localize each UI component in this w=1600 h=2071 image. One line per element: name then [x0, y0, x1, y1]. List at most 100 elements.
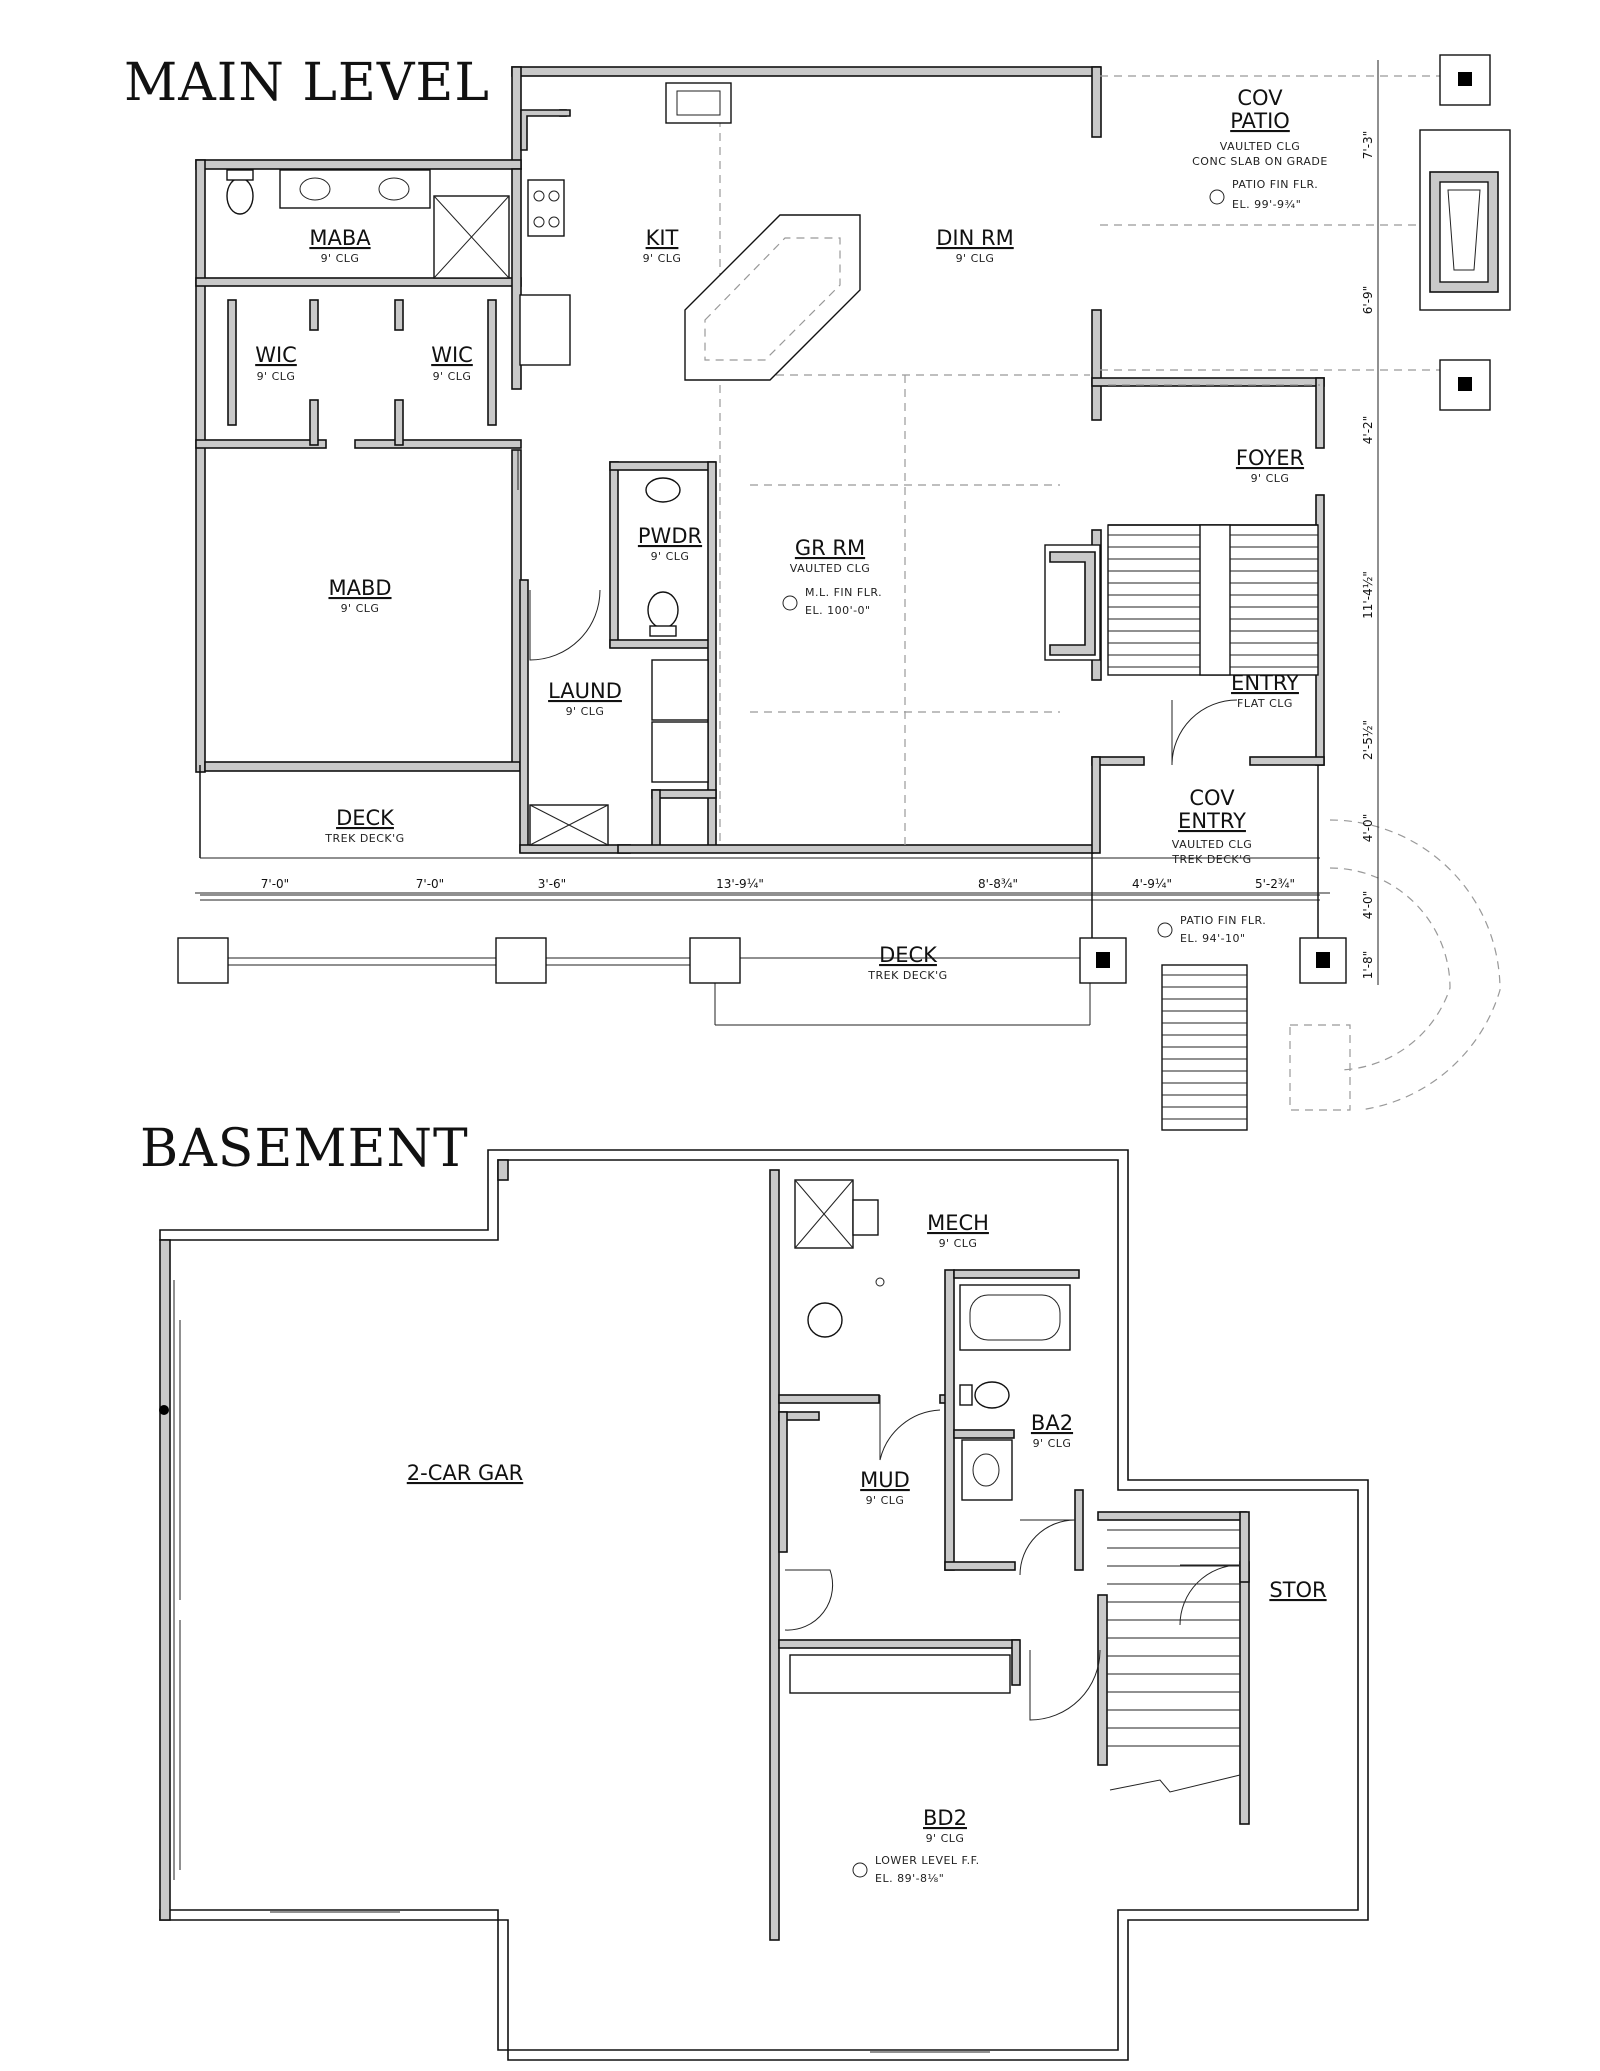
- svg-text:ENTRY: ENTRY: [1231, 671, 1299, 695]
- svg-text:TREK DECK'G: TREK DECK'G: [867, 969, 947, 982]
- svg-text:EL. 89'-8⅛": EL. 89'-8⅛": [875, 1872, 944, 1885]
- svg-text:COV: COV: [1189, 786, 1235, 810]
- ba2-label: BA2 9' CLG: [1031, 1411, 1073, 1450]
- svg-text:DECK: DECK: [879, 943, 938, 967]
- svg-text:WIC: WIC: [431, 343, 473, 367]
- svg-text:BA2: BA2: [1031, 1411, 1073, 1435]
- svg-text:9' CLG: 9' CLG: [651, 550, 690, 563]
- sink-icon: [378, 177, 410, 201]
- vanity: [961, 1439, 1013, 1501]
- cov-patio-label: COV PATIO VAULTED CLG CONC SLAB ON GRADE…: [1192, 86, 1328, 211]
- deck-lower-label: DECK TREK DECK'G: [867, 943, 947, 982]
- cov-entry-label: COV ENTRY VAULTED CLG TREK DECK'G PATIO …: [1157, 786, 1266, 945]
- svg-text:WIC: WIC: [255, 343, 297, 367]
- vertical-dimensions: 7'-3" 6'-9" 4'-2" 11'-4½" 2'-5½" 4'-0" 4…: [1361, 131, 1375, 979]
- stor-label: STOR: [1269, 1578, 1326, 1602]
- svg-text:KIT: KIT: [646, 226, 679, 250]
- water-heater-icon: [807, 1302, 843, 1338]
- dim-text: 7'-0": [261, 877, 289, 891]
- svg-text:VAULTED CLG: VAULTED CLG: [1220, 140, 1300, 153]
- toilet-icon: [974, 1381, 1010, 1409]
- dim-text: 13'-9¼": [716, 877, 764, 891]
- main-doors: [517, 450, 1238, 766]
- svg-text:PATIO: PATIO: [1230, 109, 1290, 133]
- deck-structures: [177, 765, 1501, 1131]
- kitchen-island: [684, 214, 861, 381]
- dim-text: 6'-9": [1361, 286, 1375, 314]
- svg-text:DECK: DECK: [336, 806, 395, 830]
- dim-text: 4'-9¼": [1132, 877, 1172, 891]
- sink-icon: [972, 1453, 1000, 1487]
- svg-text:9' CLG: 9' CLG: [341, 602, 380, 615]
- svg-text:9' CLG: 9' CLG: [926, 1832, 965, 1845]
- svg-text:9' CLG: 9' CLG: [257, 370, 296, 383]
- entry-label: ENTRY FLAT CLG: [1231, 671, 1299, 710]
- sink-icon: [299, 177, 331, 201]
- svg-text:9' CLG: 9' CLG: [1033, 1437, 1072, 1450]
- svg-text:FOYER: FOYER: [1236, 446, 1304, 470]
- svg-text:9' CLG: 9' CLG: [566, 705, 605, 718]
- washer-icon: [651, 659, 709, 721]
- pwdr-label: PWDR 9' CLG: [638, 524, 702, 563]
- bd2-label: BD2 9' CLG LOWER LEVEL F.F. EL. 89'-8⅛": [852, 1806, 980, 1885]
- svg-text:VAULTED CLG: VAULTED CLG: [1172, 838, 1252, 851]
- svg-text:9' CLG: 9' CLG: [939, 1237, 978, 1250]
- laundry-fixtures: [529, 659, 709, 846]
- mud-label: MUD 9' CLG: [860, 1468, 910, 1507]
- svg-text:TREK DECK'G: TREK DECK'G: [324, 832, 404, 845]
- main-level-walls: [195, 66, 1325, 854]
- svg-text:9' CLG: 9' CLG: [321, 252, 360, 265]
- basement-walls: [159, 1149, 1369, 2061]
- toilet-icon: [647, 591, 679, 629]
- svg-text:BD2: BD2: [923, 1806, 967, 1830]
- svg-text:STOR: STOR: [1269, 1578, 1326, 1602]
- mech-fixtures: [794, 1179, 885, 1338]
- refrigerator-icon: [519, 294, 571, 366]
- fireplace-icon: [1044, 544, 1101, 661]
- svg-text:MABA: MABA: [309, 226, 371, 250]
- dim-text: 8'-8¾": [978, 877, 1018, 891]
- svg-text:M.L. FIN FLR.: M.L. FIN FLR.: [805, 586, 882, 599]
- basement-title: BASEMENT: [140, 1119, 469, 1179]
- mech-label: MECH 9' CLG: [927, 1211, 989, 1250]
- dim-text: 4'-0": [1361, 891, 1375, 919]
- dim-text: 4'-0": [1361, 814, 1375, 842]
- svg-text:PWDR: PWDR: [638, 524, 702, 548]
- din-rm-label: DIN RM 9' CLG: [936, 226, 1013, 265]
- svg-text:MABD: MABD: [328, 576, 391, 600]
- toilet-icon: [226, 177, 254, 215]
- main-stairs: [1107, 524, 1319, 676]
- basement-stairs: [1107, 1529, 1241, 1793]
- svg-text:9' CLG: 9' CLG: [866, 1494, 905, 1507]
- dim-text: 3'-6": [538, 877, 566, 891]
- svg-text:EL. 99'-9¾": EL. 99'-9¾": [1232, 198, 1301, 211]
- svg-text:9' CLG: 9' CLG: [433, 370, 472, 383]
- svg-text:COV: COV: [1237, 86, 1283, 110]
- dim-text: 2'-5½": [1361, 720, 1375, 760]
- svg-text:FLAT CLG: FLAT CLG: [1237, 697, 1293, 710]
- dim-text: 7'-0": [416, 877, 444, 891]
- svg-text:2-CAR GAR: 2-CAR GAR: [407, 1461, 523, 1485]
- maba-fixtures: [226, 169, 510, 279]
- svg-text:TREK DECK'G: TREK DECK'G: [1171, 853, 1251, 866]
- dim-text: 4'-2": [1361, 416, 1375, 444]
- wic-label-1: WIC 9' CLG: [255, 343, 297, 383]
- svg-text:CONC SLAB ON GRADE: CONC SLAB ON GRADE: [1192, 155, 1328, 168]
- svg-text:LOWER LEVEL F.F.: LOWER LEVEL F.F.: [875, 1854, 980, 1867]
- patio-fireplace: [1419, 54, 1511, 411]
- svg-text:PATIO FIN FLR.: PATIO FIN FLR.: [1180, 914, 1266, 927]
- maba-label: MABA 9' CLG: [309, 226, 371, 265]
- garage-windows: [159, 1280, 990, 2053]
- kitchen-sink-icon: [665, 82, 732, 124]
- svg-text:GR RM: GR RM: [795, 536, 865, 560]
- vanity: [279, 169, 431, 209]
- pwdr-fixtures: [645, 477, 681, 637]
- gr-rm-label: GR RM VAULTED CLG M.L. FIN FLR. EL. 100'…: [782, 536, 882, 617]
- svg-text:ENTRY: ENTRY: [1178, 809, 1246, 833]
- basement-doors: [784, 1395, 1241, 1721]
- main-dashed-lines: [719, 75, 1480, 845]
- dim-text: 5'-2¾": [1255, 877, 1295, 891]
- horizontal-dimensions: 7'-0" 7'-0" 3'-6" 13'-9¼" 8'-8¾" 4'-9¼" …: [261, 877, 1295, 891]
- svg-text:PATIO FIN FLR.: PATIO FIN FLR.: [1232, 178, 1318, 191]
